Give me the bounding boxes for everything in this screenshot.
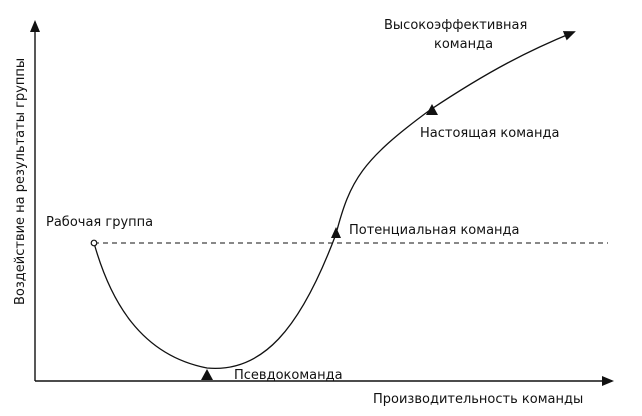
high-performance-team-label-line1: Высокоэффективная (384, 18, 527, 33)
potential-team-marker (331, 227, 341, 238)
x-axis-label: Производительность команды (373, 392, 583, 407)
high-performance-team-label-line2: команда (434, 37, 493, 52)
working-group-point (90, 239, 98, 247)
pseudo-team-marker (201, 369, 213, 380)
potential-team-label: Потенциальная команда (349, 223, 520, 238)
performance-curve (93, 31, 576, 370)
real-team-marker (426, 104, 438, 115)
y-axis-label: Воздействие на результаты группы (13, 58, 28, 305)
real-team-label: Настоящая команда (420, 126, 559, 141)
working-group-label: Рабочая группа (46, 215, 153, 230)
pseudo-team-label: Псевдокоманда (234, 368, 343, 383)
